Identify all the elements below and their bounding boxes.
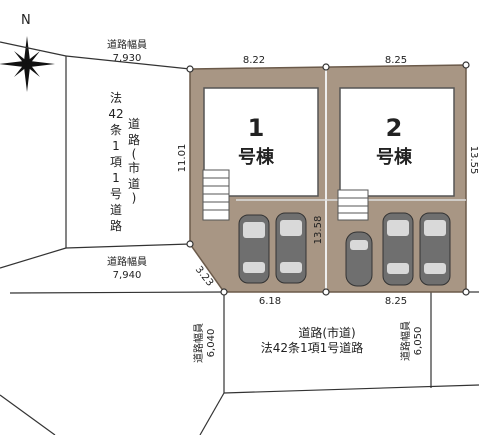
svg-text:42: 42: [108, 107, 123, 121]
west-road-width-bottom-label: 道路幅員: [107, 255, 147, 268]
house-lot2: [339, 87, 455, 197]
car-lot2-c: [419, 212, 451, 286]
svg-text:法: 法: [110, 91, 122, 105]
car-lot2-b: [382, 212, 414, 286]
car-lot2-a: [345, 231, 373, 287]
south-road-left-width-value: 6,040: [206, 329, 217, 358]
lot2-number: 2: [386, 114, 403, 142]
svg-text:号: 号: [110, 187, 122, 201]
west-road-width-top-label: 道路幅員: [107, 38, 147, 51]
boundary-markers: [186, 61, 470, 296]
car-lot1-a: [238, 214, 270, 284]
svg-text:市: 市: [128, 160, 140, 175]
dim-bottom-lot2: 8.25: [385, 296, 407, 307]
stairs-lot2: [337, 189, 369, 221]
road-lines: [0, 41, 479, 435]
svg-text:1: 1: [112, 139, 120, 153]
south-road-name-line2: 法42条1項1号道路: [261, 340, 364, 355]
dim-right-side: 13.55: [468, 146, 479, 175]
svg-text:道: 道: [110, 203, 122, 217]
car-lot1-b: [275, 212, 307, 284]
stairs-lot1: [202, 169, 230, 221]
compass-rose-icon: [0, 36, 55, 92]
west-road-name: 法 42 条 1 項 1 号 道 路: [108, 91, 123, 233]
lot2-label: 号棟: [376, 146, 413, 168]
svg-text:道: 道: [128, 117, 140, 131]
north-label: N: [21, 13, 31, 28]
dim-top-lot1: 8.22: [243, 55, 265, 66]
west-road-city-name: 道 路 ( 市 道 ): [128, 117, 140, 205]
west-road-width-bottom-value: 7,940: [113, 270, 142, 281]
south-road-right-width-value: 6,050: [413, 327, 424, 356]
dim-left-side: 11.01: [177, 144, 188, 173]
svg-text:路: 路: [110, 218, 122, 233]
dim-top-lot2: 8.25: [385, 55, 407, 66]
svg-text:路: 路: [128, 132, 140, 147]
svg-text:条: 条: [110, 123, 122, 137]
svg-text:(: (: [132, 147, 137, 161]
west-road-width-top-value: 7,930: [113, 53, 142, 64]
dim-bottom-lot1: 6.18: [259, 296, 281, 307]
dim-middle: 13.58: [313, 216, 324, 245]
south-road-left-width-label: 道路幅員: [192, 323, 205, 363]
svg-text:): ): [132, 191, 137, 205]
lot1-label: 号棟: [238, 146, 275, 168]
lot1-number: 1: [248, 114, 265, 142]
svg-text:1: 1: [112, 171, 120, 185]
south-road-right-width-label: 道路幅員: [399, 321, 412, 361]
svg-text:項: 項: [110, 155, 122, 169]
south-road-name-line1: 道路(市道): [298, 325, 355, 340]
svg-text:道: 道: [128, 177, 140, 191]
